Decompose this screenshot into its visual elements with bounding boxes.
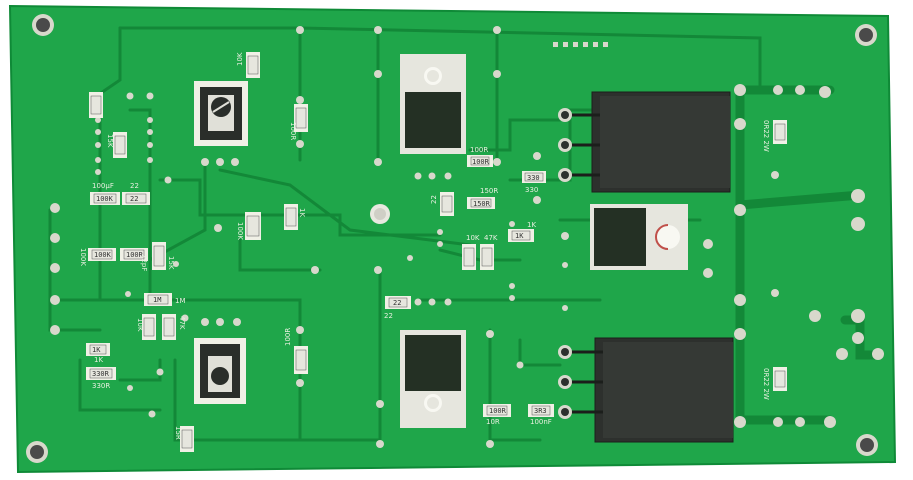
pin-header bbox=[553, 42, 608, 47]
mounting-hole-bl bbox=[26, 441, 48, 463]
label-150r: 150R bbox=[480, 187, 498, 195]
mounting-hole-center bbox=[370, 204, 390, 224]
label-1k-mid: 1K bbox=[527, 221, 536, 229]
smd-1m-left: 1M bbox=[144, 293, 172, 306]
label-47k-lower: 47K bbox=[178, 316, 186, 330]
mounting-hole-tr bbox=[855, 24, 877, 46]
trimmer-top bbox=[194, 81, 248, 146]
smd-330r: 330R bbox=[86, 367, 116, 380]
label-1k-lower: 1K bbox=[94, 356, 103, 364]
svg-text:1M: 1M bbox=[153, 296, 161, 304]
label-22pf: 22pF bbox=[140, 254, 148, 271]
smd-100r-top: 100R bbox=[467, 155, 493, 167]
label-10r: 10R bbox=[486, 418, 500, 426]
mounting-hole-tl bbox=[32, 14, 54, 36]
smd-10k-lower bbox=[142, 314, 156, 340]
label-22-c: 22 bbox=[384, 312, 393, 320]
label-100uf: 100µF bbox=[92, 182, 114, 190]
smd-100r-left: 100R bbox=[120, 248, 148, 261]
power-transistor-top bbox=[558, 91, 731, 193]
svg-text:330R: 330R bbox=[92, 370, 110, 378]
svg-text:1K: 1K bbox=[92, 346, 101, 354]
svg-text:22: 22 bbox=[130, 195, 138, 203]
label-100r-lower: 100R bbox=[284, 328, 292, 346]
mounting-holes bbox=[26, 14, 878, 463]
label-100k-left: 100K bbox=[79, 248, 87, 266]
smd-22-center bbox=[440, 192, 454, 216]
smd-100k-center bbox=[245, 212, 261, 240]
smd-100r-lower bbox=[294, 346, 308, 374]
smd-10k-top bbox=[246, 52, 260, 78]
label-100r-top: 100R bbox=[470, 146, 488, 154]
silkscreen-labels: 100µF 22 100R 330 150R 1K 1K 330R 1M 10R… bbox=[79, 52, 770, 440]
label-100nf: 100nF bbox=[530, 418, 552, 426]
smd-1k-mid: 1K bbox=[508, 229, 534, 242]
svg-text:100R: 100R bbox=[126, 251, 144, 259]
svg-text:22: 22 bbox=[393, 299, 401, 307]
transistor-bottom bbox=[400, 330, 466, 428]
smd-100uf: 100K bbox=[90, 192, 120, 205]
smd-150r: 150R bbox=[467, 197, 495, 209]
smd-1k-center bbox=[284, 204, 298, 230]
smd-100r-vert bbox=[294, 104, 308, 132]
smd-1k-lower: 1K bbox=[86, 343, 110, 356]
svg-text:100R: 100R bbox=[489, 407, 507, 415]
label-0r22-top: 0R22 2W bbox=[762, 120, 770, 152]
label-0r22-bottom: 0R22 2W bbox=[762, 368, 770, 400]
smd-22-mid: 22 bbox=[385, 296, 411, 309]
svg-text:3R3: 3R3 bbox=[534, 407, 547, 415]
label-1m: 1M bbox=[175, 297, 186, 305]
smd-47k-lower bbox=[162, 314, 176, 340]
svg-text:100K: 100K bbox=[96, 195, 114, 203]
label-15r: 15R bbox=[174, 426, 182, 440]
smd-components: 100R 330 150R 1K 100R 3R3 22 100K 22 100… bbox=[86, 52, 787, 452]
svg-text:150R: 150R bbox=[473, 200, 491, 208]
th-pads bbox=[50, 26, 884, 448]
label-100k-center: 100K bbox=[236, 222, 244, 240]
label-10k-center: 10K bbox=[466, 234, 480, 242]
smd-10k-left bbox=[89, 92, 103, 118]
power-traces bbox=[735, 85, 883, 425]
svg-text:100R: 100R bbox=[472, 158, 490, 166]
smd-15r bbox=[180, 426, 194, 452]
mounting-hole-br bbox=[856, 434, 878, 456]
smd-330: 330 bbox=[522, 171, 546, 183]
trimmer-bottom bbox=[194, 338, 246, 404]
label-15k-b: 15K bbox=[167, 256, 175, 270]
transistor-middle bbox=[590, 204, 688, 270]
smd-22-left: 22 bbox=[122, 192, 150, 205]
label-22-a: 22 bbox=[130, 182, 139, 190]
label-100r-vert: 100R bbox=[289, 122, 297, 140]
smd-22pf bbox=[152, 242, 166, 270]
smd-0r22-bottom bbox=[773, 367, 787, 391]
transistor-top bbox=[400, 54, 466, 154]
smd-47k-center bbox=[480, 244, 494, 270]
svg-text:100K: 100K bbox=[94, 251, 112, 259]
smd-10k-center bbox=[462, 244, 476, 270]
label-22-center: 22 bbox=[430, 195, 438, 204]
label-15k: 15K bbox=[106, 134, 114, 148]
smd-0r22-top bbox=[773, 120, 787, 144]
svg-text:1K: 1K bbox=[515, 232, 524, 240]
smd-3r3-bottom: 3R3 bbox=[528, 404, 554, 417]
label-10k-top: 10K bbox=[236, 52, 244, 66]
svg-text:330: 330 bbox=[527, 174, 540, 182]
label-330r: 330R bbox=[92, 382, 110, 390]
smd-100r-bottom: 100R bbox=[483, 404, 511, 417]
power-transistor-bottom bbox=[558, 337, 734, 443]
smd-15k bbox=[113, 132, 127, 158]
label-10k-lower: 10K bbox=[136, 318, 144, 332]
label-1k-center: 1K bbox=[298, 208, 306, 217]
label-330: 330 bbox=[525, 186, 538, 194]
label-47k-center: 47K bbox=[484, 234, 498, 242]
smd-100k-left: 100K bbox=[88, 248, 116, 261]
